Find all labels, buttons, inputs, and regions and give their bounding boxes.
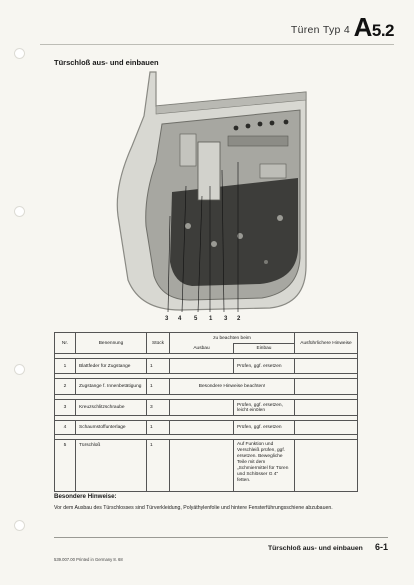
page-number: 6-1 (374, 542, 388, 552)
row-name: Kreuzschlitzschraube (75, 399, 147, 416)
header-zu-beachten: zu beachten beim (169, 332, 295, 344)
callout-number: 1 (209, 316, 213, 322)
row-ausbau (169, 420, 234, 435)
callout-number: 2 (237, 316, 241, 322)
notes-text: Vor dem Ausbau des Türschlosses sind Tür… (54, 505, 333, 511)
section-code-main: A (353, 12, 373, 42)
row-nr: 2 (54, 378, 76, 395)
footer-title: Türschloß aus- und einbauen (268, 545, 363, 552)
row-nr: 5 (54, 439, 76, 492)
binder-hole (14, 48, 25, 59)
header-hinweise: Ausführlichere Hinweise (294, 332, 358, 354)
row-name: Blattfeder für Zugstange (75, 358, 147, 374)
row-qty: 1 (146, 378, 170, 395)
footer-rule (54, 537, 388, 538)
table-header-row: Nr. Benennung Stück zu beachten beim Aus… (54, 332, 358, 354)
header-title: Türen Typ 4 (290, 24, 350, 36)
row-notes (294, 378, 358, 395)
header-stueck: Stück (146, 332, 170, 354)
row-einbau: Prüfen, ggf. ersetzen (233, 358, 295, 374)
callout-number: 4 (178, 316, 182, 322)
row-einbau: Prüfen, ggf. ersetzen (233, 420, 295, 435)
row-einbau: Auf Funktion und Verschleiß prüfen, ggf.… (233, 439, 295, 492)
table-row: 5 Türschloß 1 Auf Funktion und Verschlei… (54, 439, 358, 492)
row-ausbau (169, 358, 234, 374)
callout-number: 3 (165, 316, 169, 322)
table-row: 3 Kreuzschlitzschraube 3 Prüfen, ggf. er… (54, 399, 358, 416)
binder-hole (14, 206, 25, 217)
header-rule (40, 44, 394, 45)
row-qty: 1 (146, 439, 170, 492)
row-notes (294, 399, 358, 416)
row-name: Zugstange f. Innenbetätigung (75, 378, 147, 395)
row-qty: 3 (146, 399, 170, 416)
row-notes (294, 439, 358, 492)
row-ausbau (169, 399, 234, 416)
parts-table: Nr. Benennung Stück zu beachten beim Aus… (54, 332, 358, 492)
section-title: Türschloß aus- und einbauen (54, 58, 159, 67)
print-info: 539.007.00 Printed in Germany 8. 68 (54, 557, 123, 562)
row-notes (294, 420, 358, 435)
header-ausbau: Ausbau (169, 343, 234, 354)
header-nr: Nr. (54, 332, 76, 354)
row-nr: 4 (54, 420, 76, 435)
callout-number: 3 (224, 316, 228, 322)
row-nr: 1 (54, 358, 76, 374)
row-qty: 1 (146, 420, 170, 435)
section-code: A5.2 (353, 12, 395, 43)
header-einbau: Einbau (233, 343, 295, 354)
table-row: 1 Blattfeder für Zugstange 1 Prüfen, ggf… (54, 358, 358, 374)
door-lock-photo (110, 66, 308, 316)
header-benennung: Benennung (75, 332, 147, 354)
row-nr: 3 (54, 399, 76, 416)
row-notes (294, 358, 358, 374)
row-qty: 1 (146, 358, 170, 374)
table-row: 2 Zugstange f. Innenbetätigung 1 Besonde… (54, 378, 358, 395)
row-ausbau (169, 439, 234, 492)
binder-hole (14, 364, 25, 375)
row-ausbau: Besondere Hinweise beachten! (169, 378, 295, 395)
binder-hole (14, 520, 25, 531)
section-code-sub: 5.2 (371, 21, 395, 40)
row-name: Schaumstoffunterlage (75, 420, 147, 435)
row-name: Türschloß (75, 439, 147, 492)
notes-title: Besondere Hinweise: (54, 493, 117, 500)
row-einbau: Prüfen, ggf. ersetzen, leicht einölen (233, 399, 295, 416)
table-row: 4 Schaumstoffunterlage 1 Prüfen, ggf. er… (54, 420, 358, 435)
callout-number: 5 (194, 316, 198, 322)
